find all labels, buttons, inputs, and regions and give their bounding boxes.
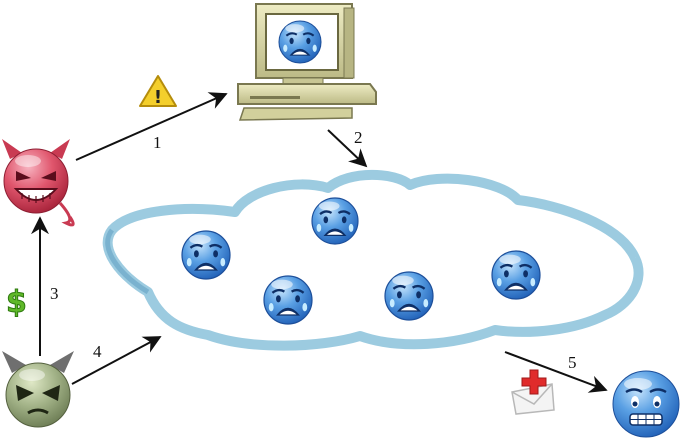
crying-face-icon	[277, 19, 323, 65]
edge-5-arrow	[504, 351, 608, 393]
edge-4-arrow	[71, 336, 162, 385]
arrows	[31, 92, 608, 393]
edge-label-5: 5	[568, 353, 577, 372]
worried-face-icon	[612, 370, 680, 438]
crying-face-icon	[180, 229, 232, 281]
crying-face-icon	[310, 196, 360, 246]
edge-label-2: 2	[354, 128, 363, 147]
crying-face-icon	[262, 274, 314, 326]
crying-face-icon	[490, 249, 542, 301]
edge-label-4: 4	[93, 342, 102, 361]
edge-2-arrow	[327, 129, 368, 168]
cloud-network	[102, 169, 644, 351]
mail-icon	[511, 369, 555, 415]
warning-symbol: !	[154, 87, 162, 108]
warning-icon: !	[139, 75, 177, 108]
devil-face-icon	[2, 139, 75, 227]
edge-1-arrow	[75, 92, 228, 161]
edge-label-1: 1	[153, 133, 162, 152]
crying-face-icon	[383, 270, 435, 322]
horned-face-icon	[2, 351, 74, 428]
dollar-icon: $	[6, 285, 27, 320]
edge-label-3: 3	[50, 284, 59, 303]
